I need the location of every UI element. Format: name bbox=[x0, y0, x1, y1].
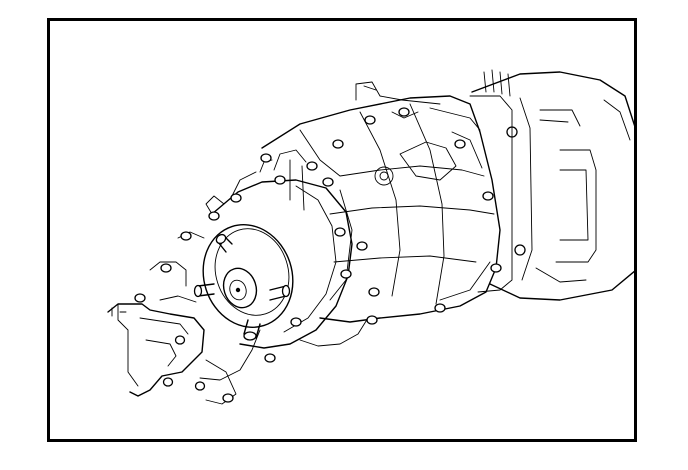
extension-housing bbox=[469, 69, 634, 301]
output-flange bbox=[193, 224, 294, 341]
main-case bbox=[261, 81, 501, 323]
shift-bracket bbox=[107, 231, 237, 405]
case-bolts bbox=[208, 107, 502, 363]
illustration-frame bbox=[47, 18, 637, 442]
transmission-illustration bbox=[107, 69, 634, 405]
adapter-housing bbox=[199, 149, 369, 381]
